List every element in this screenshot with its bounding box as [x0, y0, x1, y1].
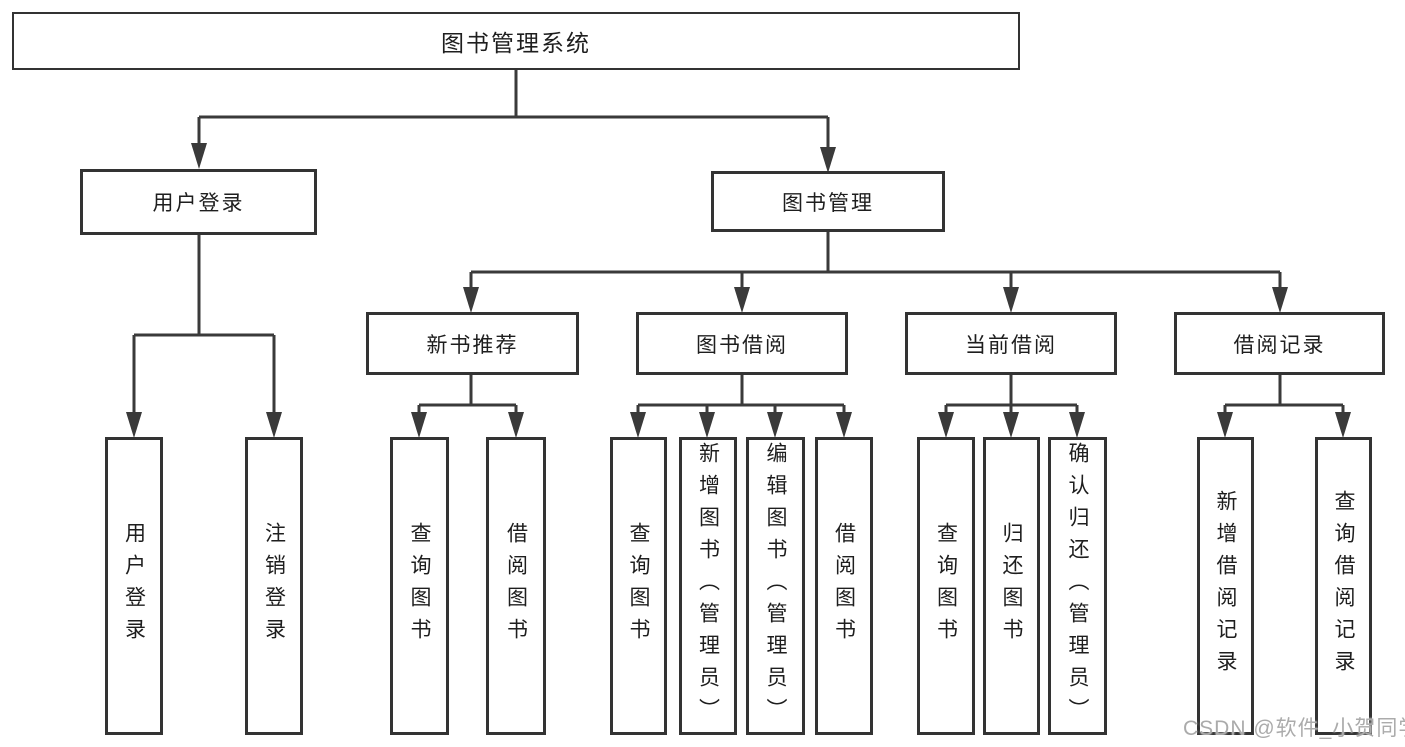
leaf-bb-borrow-books-label: 借阅图书	[832, 522, 856, 650]
leaf-nb-query-books: 查询图书	[390, 437, 449, 735]
leaf-logout-label: 注销登录	[262, 522, 286, 650]
leaf-user-login-label: 用户登录	[122, 522, 146, 650]
node-library-system-label: 图书管理系统	[441, 30, 591, 56]
leaf-br-query-record: 查询借阅记录	[1315, 437, 1372, 735]
leaf-br-add-record-label: 新增借阅记录	[1214, 490, 1237, 682]
leaf-bb-query-books-label: 查询图书	[627, 522, 650, 650]
node-new-book-recommend: 新书推荐	[366, 312, 579, 375]
node-book-borrow: 图书借阅	[636, 312, 848, 375]
leaf-cb-return-books-label: 归还图书	[1000, 522, 1023, 650]
leaf-logout: 注销登录	[245, 437, 303, 735]
leaf-cb-query-books: 查询图书	[917, 437, 975, 735]
leaf-cb-confirm-return-admin-label: 确认归还（管理员）	[1066, 442, 1089, 730]
node-borrow-records: 借阅记录	[1174, 312, 1385, 375]
leaf-bb-add-books-admin: 新增图书（管理员）	[679, 437, 737, 735]
node-user-login-label: 用户登录	[152, 192, 245, 215]
node-new-book-recommend-label: 新书推荐	[426, 333, 519, 357]
leaf-user-login: 用户登录	[105, 437, 163, 735]
watermark-text: CSDN @软件_小贺同学	[1183, 717, 1405, 740]
leaf-br-add-record: 新增借阅记录	[1197, 437, 1254, 735]
leaf-br-query-record-label: 查询借阅记录	[1332, 490, 1355, 682]
node-current-borrow: 当前借阅	[905, 312, 1117, 375]
node-book-borrow-label: 图书借阅	[696, 333, 788, 357]
leaf-cb-confirm-return-admin: 确认归还（管理员）	[1048, 437, 1107, 735]
node-library-system: 图书管理系统	[12, 12, 1020, 70]
leaf-bb-edit-books-admin: 编辑图书（管理员）	[746, 437, 805, 735]
leaf-bb-borrow-books: 借阅图书	[815, 437, 873, 735]
leaf-cb-return-books: 归还图书	[983, 437, 1040, 735]
leaf-nb-query-books-label: 查询图书	[408, 522, 431, 650]
node-book-management: 图书管理	[711, 171, 945, 232]
node-current-borrow-label: 当前借阅	[965, 333, 1057, 357]
node-book-management-label: 图书管理	[782, 191, 874, 215]
leaf-nb-borrow-books: 借阅图书	[486, 437, 546, 735]
leaf-bb-query-books: 查询图书	[610, 437, 667, 735]
leaf-bb-add-books-admin-label: 新增图书（管理员）	[696, 442, 720, 730]
leaf-nb-borrow-books-label: 借阅图书	[504, 522, 528, 650]
leaf-cb-query-books-label: 查询图书	[934, 522, 958, 650]
node-user-login: 用户登录	[80, 169, 317, 235]
arrowheads	[126, 143, 1351, 438]
node-borrow-records-label: 借阅记录	[1233, 333, 1326, 357]
leaf-bb-edit-books-admin-label: 编辑图书（管理员）	[764, 442, 787, 730]
